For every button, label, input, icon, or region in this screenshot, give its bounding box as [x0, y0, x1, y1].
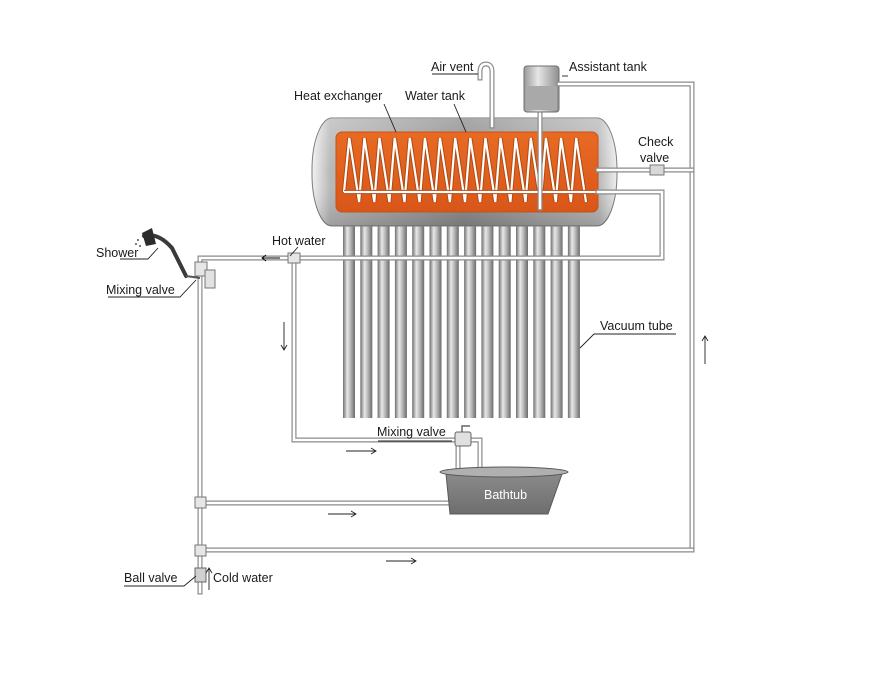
check-valve — [649, 164, 665, 176]
vacuum-tube — [516, 214, 528, 418]
label-mixing-valve-left: Mixing valve — [106, 283, 175, 297]
vacuum-tube — [394, 214, 407, 418]
vacuum-tube — [567, 214, 580, 418]
coil-stroke — [342, 137, 588, 203]
air-vent — [477, 61, 495, 129]
vacuum-tube — [481, 214, 494, 418]
label-cold-water: Cold water — [213, 571, 273, 585]
vacuum-tube — [446, 214, 459, 418]
vacuum-tube — [498, 214, 511, 418]
flow-arrows — [205, 254, 709, 590]
vacuum-tube-array — [343, 214, 580, 418]
label-air-vent: Air vent — [431, 60, 474, 74]
label-bathtub: Bathtub — [484, 488, 527, 502]
mixing-valve-bath — [454, 431, 472, 447]
vacuum-tube — [550, 214, 563, 418]
label-ball-valve: Ball valve — [124, 571, 178, 585]
vacuum-tube — [360, 214, 373, 418]
shower — [135, 228, 216, 289]
label-heat-exchanger: Heat exchanger — [294, 89, 382, 103]
vacuum-tube — [533, 214, 546, 418]
label-vacuum-tube: Vacuum tube — [600, 319, 673, 333]
assistant-tank — [523, 65, 695, 553]
vacuum-tube — [412, 214, 425, 418]
label-mixing-valve-bath: Mixing valve — [377, 425, 446, 439]
labels: Air vent Assistant tank Heat exchanger W… — [96, 60, 674, 585]
water-tank — [311, 117, 618, 227]
label-shower: Shower — [96, 246, 138, 260]
leader-lines — [108, 73, 676, 587]
label-hot-water: Hot water — [272, 234, 326, 248]
vacuum-tube — [377, 214, 390, 418]
vacuum-tube — [429, 214, 442, 418]
bathtub — [439, 425, 569, 515]
ball-valve — [194, 567, 207, 583]
label-assistant-tank: Assistant tank — [569, 60, 648, 74]
pipe-network — [194, 164, 695, 595]
heat-exchanger-coil — [341, 137, 598, 203]
mixing-valve-left — [204, 269, 216, 289]
vacuum-tube — [343, 214, 355, 418]
label-check-valve-line2: valve — [640, 151, 669, 165]
label-check-valve-line1: Check — [638, 135, 674, 149]
vacuum-tube — [464, 214, 477, 418]
label-water-tank: Water tank — [405, 89, 466, 103]
